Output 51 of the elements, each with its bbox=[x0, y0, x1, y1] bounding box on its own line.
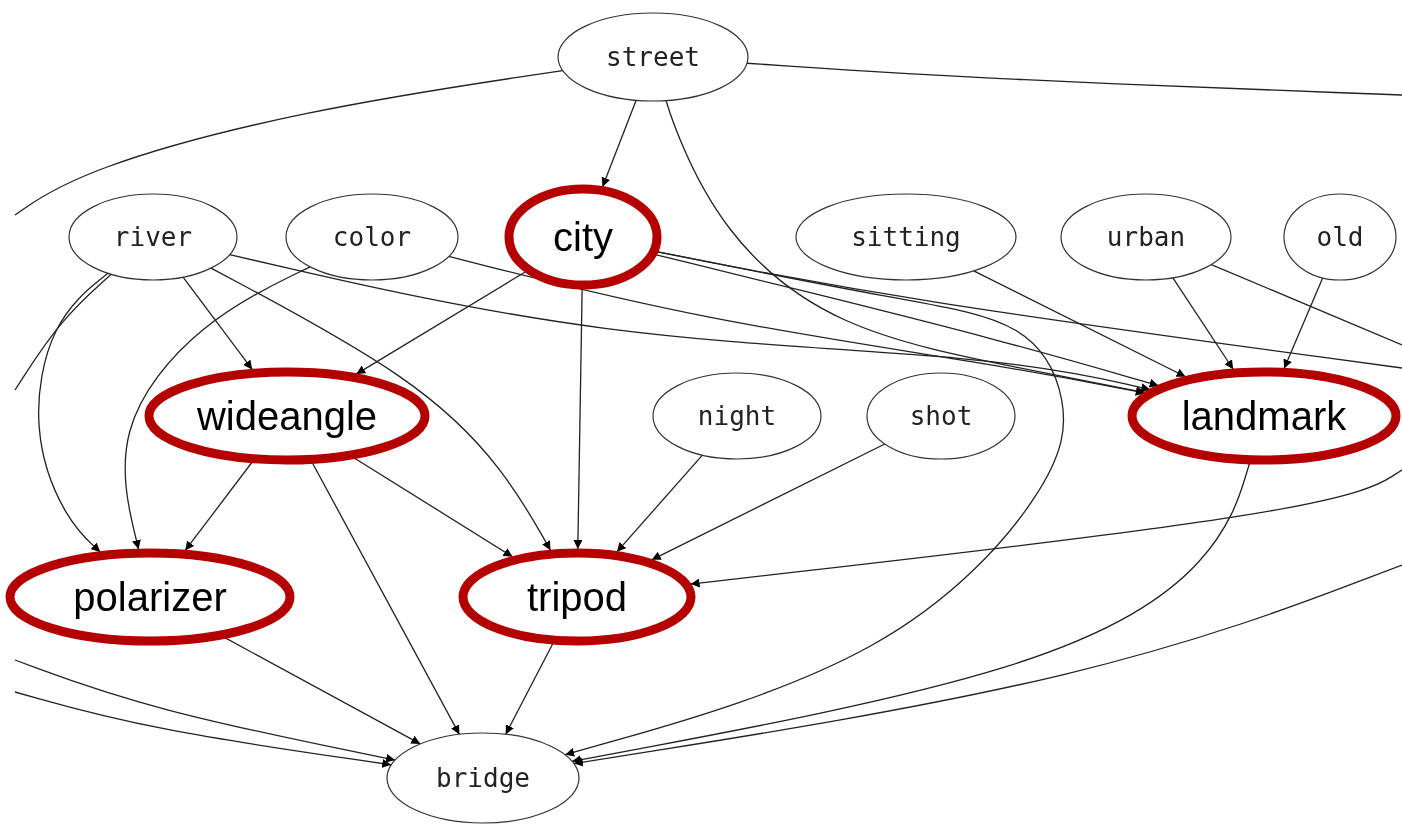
ellipse-node bbox=[1283, 193, 1397, 281]
node-label: sitting bbox=[851, 222, 961, 252]
arrow bbox=[311, 462, 461, 736]
ellipse-node bbox=[504, 184, 662, 290]
arrow bbox=[1283, 277, 1324, 370]
arrow bbox=[573, 288, 583, 550]
arrow bbox=[184, 461, 253, 552]
arrow bbox=[573, 564, 1402, 767]
ellipse-node bbox=[285, 193, 459, 281]
ellipse-node bbox=[1127, 367, 1401, 465]
arrow bbox=[224, 637, 421, 745]
node-label: urban bbox=[1106, 222, 1186, 252]
node-label: old bbox=[1316, 222, 1364, 252]
node-label: river bbox=[113, 222, 193, 252]
ellipse-node bbox=[1060, 193, 1232, 281]
arrow bbox=[655, 254, 1160, 388]
node-label: street bbox=[606, 42, 700, 72]
ellipse-node bbox=[386, 732, 580, 824]
arrow bbox=[1172, 277, 1234, 370]
node-label: city bbox=[553, 214, 613, 260]
arrow bbox=[354, 457, 514, 558]
arrow bbox=[505, 643, 554, 735]
arrow bbox=[124, 266, 311, 550]
node-label: tripod bbox=[526, 574, 628, 620]
node-label: landmark bbox=[1181, 393, 1347, 439]
arrow bbox=[210, 267, 552, 551]
arrow bbox=[355, 271, 526, 375]
arrow bbox=[14, 659, 396, 763]
arrow bbox=[14, 691, 392, 768]
arrow bbox=[689, 469, 1402, 588]
arrow bbox=[38, 272, 109, 553]
arrow bbox=[973, 270, 1187, 378]
node-label: bridge bbox=[436, 763, 530, 793]
ellipse-node bbox=[652, 372, 822, 460]
ellipse-node bbox=[795, 193, 1017, 281]
ellipse-node bbox=[557, 12, 749, 102]
node-label: wideangle bbox=[196, 393, 378, 439]
arrow bbox=[651, 443, 886, 561]
node-label: polarizer bbox=[73, 574, 227, 620]
ellipse-node bbox=[866, 372, 1016, 460]
ellipse-node bbox=[144, 367, 430, 465]
node-label: shot bbox=[909, 401, 973, 431]
ellipse-node bbox=[458, 548, 696, 646]
arrow bbox=[601, 99, 637, 188]
node-label: night bbox=[697, 401, 777, 431]
ellipse-node bbox=[5, 548, 295, 646]
ellipse-node bbox=[68, 193, 238, 281]
arrow bbox=[182, 276, 253, 371]
arrow bbox=[616, 454, 703, 553]
arrow bbox=[571, 463, 1251, 765]
node-label: color bbox=[332, 222, 412, 252]
